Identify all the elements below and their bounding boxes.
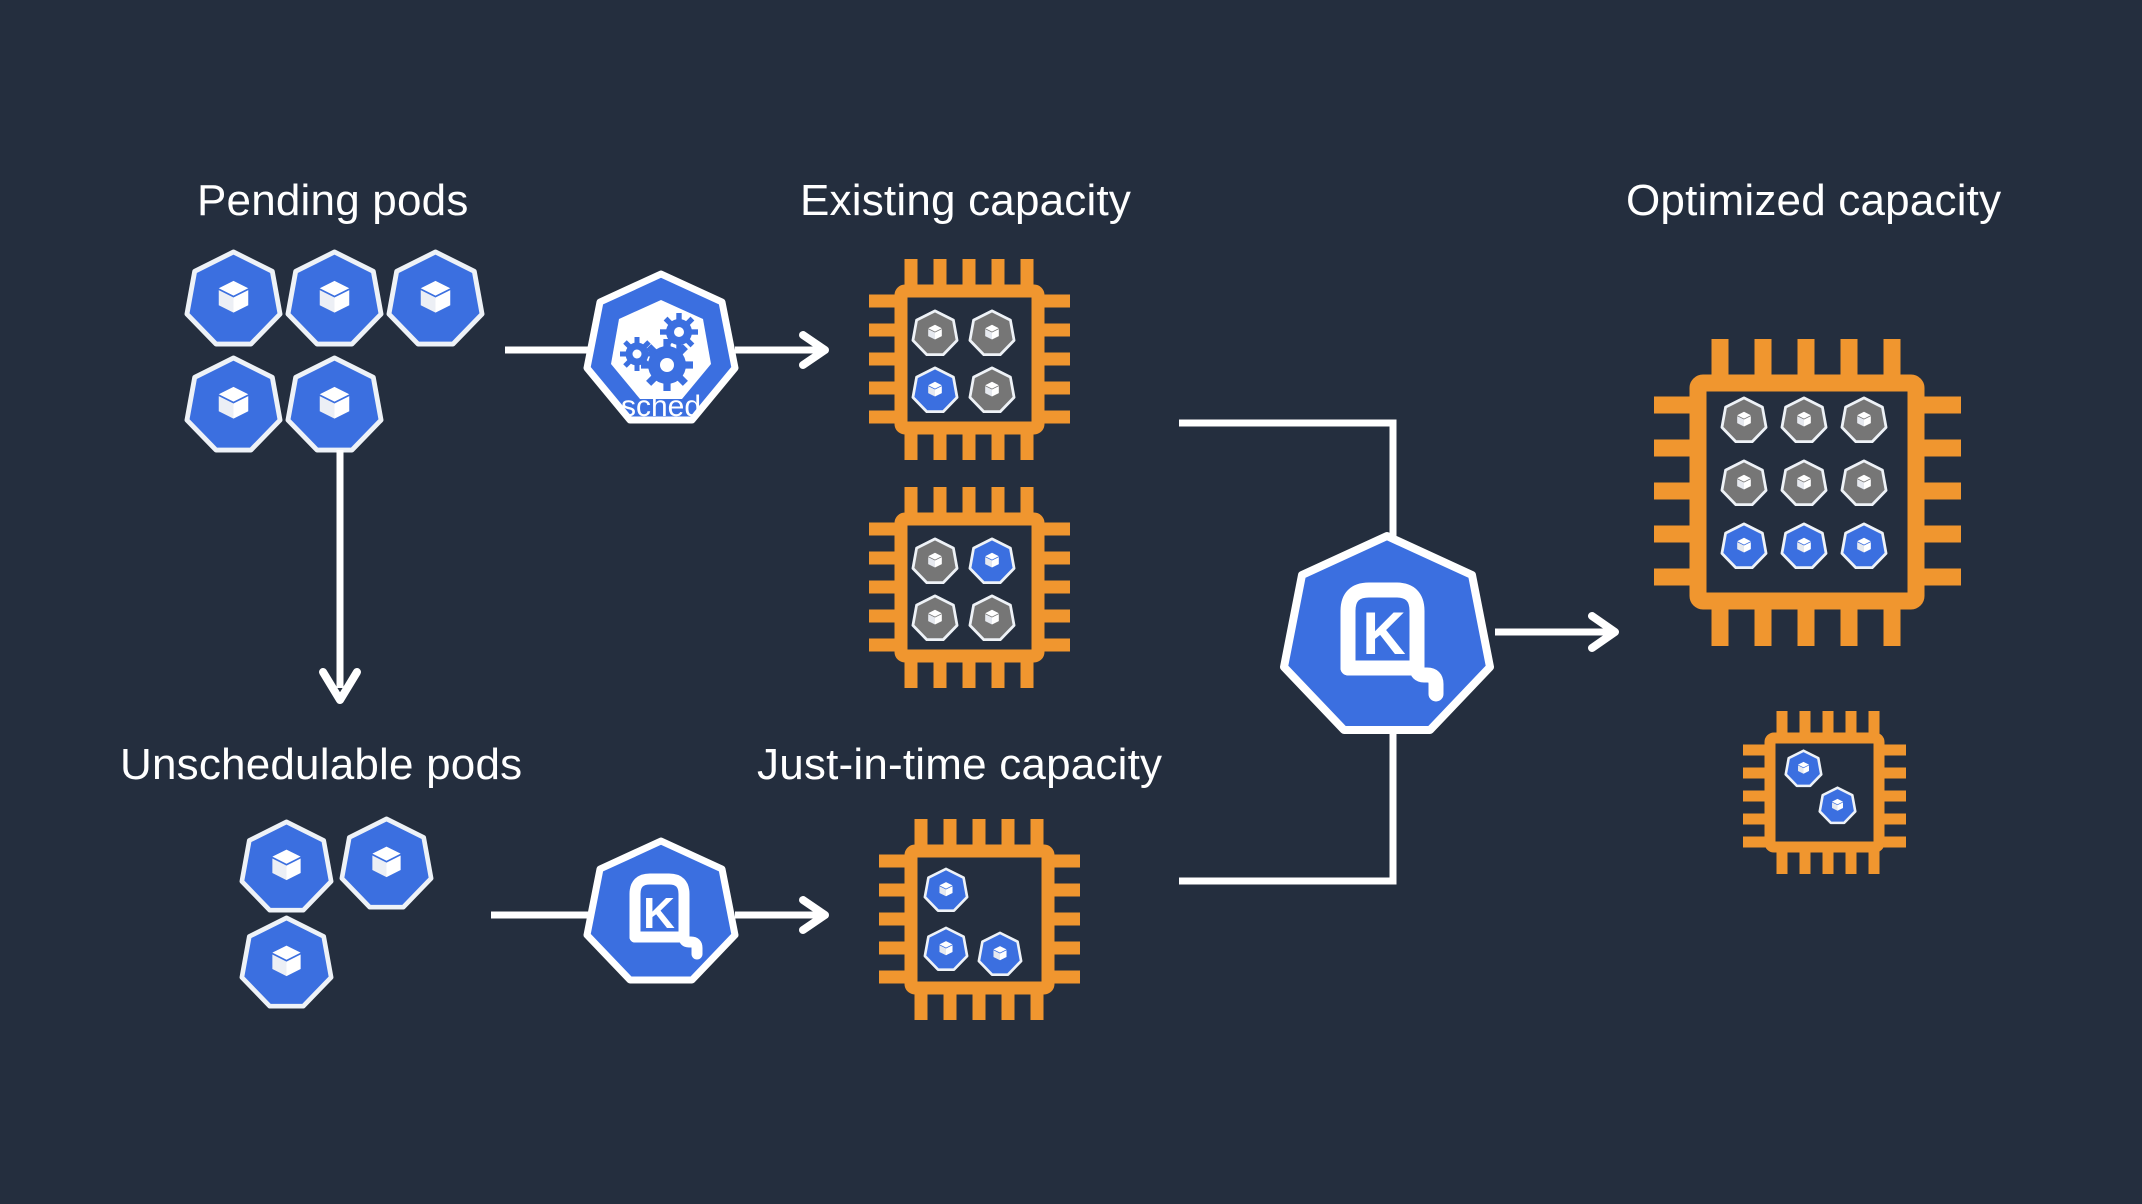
chip-optimized-small bbox=[1737, 705, 1912, 880]
chip-existing-top bbox=[862, 252, 1077, 467]
chip-just-in-time bbox=[872, 812, 1087, 1027]
pod-icon bbox=[1780, 522, 1828, 570]
connector-merge-to-optimized bbox=[1495, 612, 1630, 652]
pod-icon bbox=[1840, 522, 1888, 570]
pod-icon bbox=[968, 594, 1016, 642]
pod-icon bbox=[239, 819, 334, 913]
pod-icon bbox=[285, 355, 384, 453]
pod-icon bbox=[923, 867, 969, 912]
unschedulable-pods-group bbox=[239, 816, 440, 1015]
pod-icon bbox=[386, 249, 485, 347]
pending-pods-group bbox=[184, 249, 485, 453]
label-pending-pods: Pending pods bbox=[197, 176, 469, 225]
pod-icon bbox=[968, 309, 1016, 357]
label-optimized-capacity: Optimized capacity bbox=[1626, 176, 2002, 225]
karpenter-k-icon bbox=[1340, 582, 1444, 702]
pod-icon bbox=[1784, 749, 1823, 788]
pod-icon bbox=[1818, 786, 1857, 825]
chip-body bbox=[904, 844, 1055, 995]
karpenter-k-icon bbox=[629, 873, 703, 960]
connector-karpenter-to-jit bbox=[735, 896, 835, 940]
pod-icon bbox=[923, 926, 969, 971]
pod-icon bbox=[911, 366, 959, 414]
pod-icon bbox=[1720, 396, 1768, 444]
pod-icon bbox=[1840, 396, 1888, 444]
karpenter-icon-lower[interactable]: K bbox=[583, 837, 739, 986]
connector-scheduler-to-existing bbox=[735, 331, 835, 375]
pod-icon bbox=[1720, 522, 1768, 570]
gears-icon bbox=[620, 313, 698, 391]
pod-icon bbox=[977, 931, 1023, 976]
connector-jit-to-merge bbox=[1175, 706, 1410, 886]
chip-body bbox=[1764, 732, 1885, 853]
pod-icon bbox=[1780, 396, 1828, 444]
pod-icon bbox=[339, 816, 434, 910]
label-existing-capacity: Existing capacity bbox=[800, 176, 1132, 225]
chip-optimized-large bbox=[1645, 330, 1975, 660]
scheduler-caption: sched bbox=[621, 390, 701, 423]
pod-icon bbox=[1840, 459, 1888, 507]
pod-icon bbox=[1720, 459, 1768, 507]
karpenter-letter: K bbox=[643, 889, 675, 938]
pod-icon bbox=[1780, 459, 1828, 507]
connector-unschedulable-to-karpenter bbox=[491, 900, 601, 930]
scheduler-icon[interactable]: sched bbox=[583, 270, 739, 435]
pod-icon bbox=[911, 594, 959, 642]
pod-icon bbox=[968, 366, 1016, 414]
pod-icon bbox=[968, 537, 1016, 585]
label-unschedulable-pods: Unschedulable pods bbox=[120, 740, 523, 789]
pod-icon bbox=[911, 537, 959, 585]
connector-pending-to-unschedulable bbox=[315, 450, 365, 715]
pod-icon bbox=[239, 915, 334, 1009]
karpenter-icon-merge[interactable]: K bbox=[1280, 532, 1494, 738]
pod-icon bbox=[285, 249, 384, 347]
chip-existing-bottom bbox=[862, 480, 1077, 695]
karpenter-letter: K bbox=[1362, 600, 1405, 667]
pod-icon bbox=[184, 355, 283, 453]
pod-icon bbox=[184, 249, 283, 347]
label-just-in-time-capacity: Just-in-time capacity bbox=[757, 740, 1163, 789]
pod-icon bbox=[911, 309, 959, 357]
